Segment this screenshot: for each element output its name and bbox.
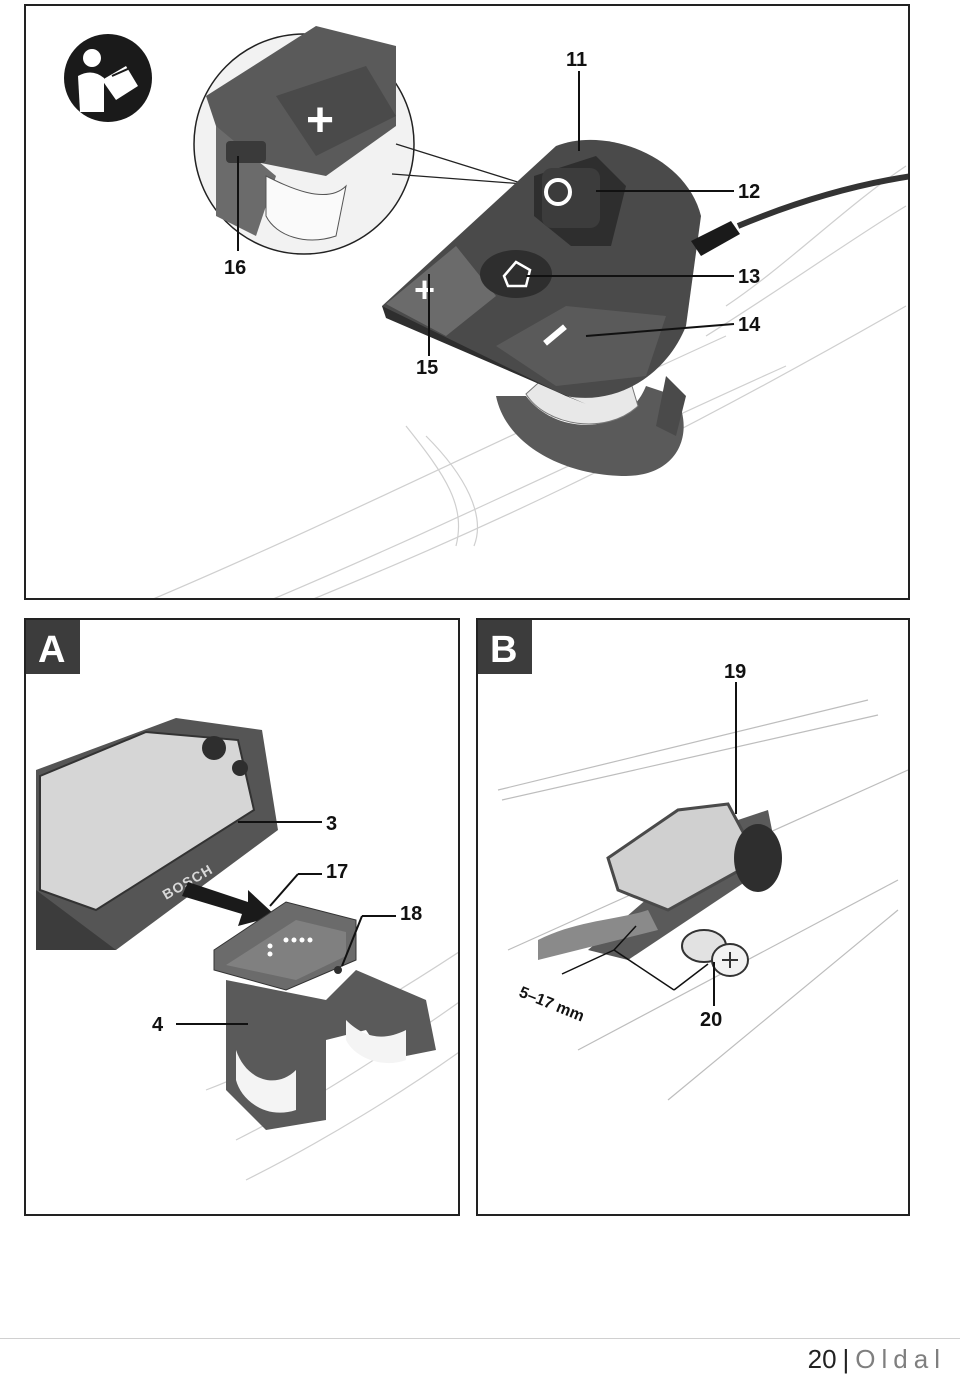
speed-sensor-illustration: B 5–17 m <box>478 620 908 1101</box>
callout-20: 20 <box>700 1009 722 1031</box>
zoom-plus-symbol: + <box>306 94 334 147</box>
callout-3: 3 <box>326 813 337 835</box>
footer-rule <box>0 1338 960 1339</box>
page-footer: 20|Oldal <box>808 1344 946 1375</box>
insert-arrow <box>182 882 276 926</box>
control-unit-illustration: + + <box>64 26 908 598</box>
footer-word: Oldal <box>855 1344 946 1374</box>
page-number: 20 <box>807 1344 837 1374</box>
callout-11: 11 <box>566 49 587 71</box>
minus-button <box>496 306 666 386</box>
callout-19: 19 <box>724 661 746 683</box>
dimension-label: 5–17 mm <box>517 984 587 1025</box>
read-manual-icon <box>64 34 152 122</box>
callout-12: 12 <box>738 181 760 203</box>
zoom-detail: + <box>193 26 525 255</box>
plus-symbol: + <box>414 269 435 310</box>
callout-14: 14 <box>738 314 761 336</box>
svg-text:B: B <box>490 629 517 671</box>
callout-18: 18 <box>400 903 422 925</box>
figure-control-unit: + + <box>24 4 910 600</box>
spoke-magnet <box>681 929 749 977</box>
callout-15: 15 <box>416 357 438 379</box>
callout-4: 4 <box>152 1014 164 1036</box>
display-unit: BOSCH <box>36 718 278 950</box>
panel-label-b: B <box>478 620 532 674</box>
power-button <box>534 156 626 246</box>
figure-a-display-mount: A BOSCH <box>24 618 460 1216</box>
leader-lines-a <box>176 821 396 1025</box>
callout-13: 13 <box>738 266 760 288</box>
footer-separator: | <box>842 1344 850 1374</box>
leader-lines-b <box>713 682 737 1006</box>
mount-bracket <box>213 901 436 1130</box>
callout-17: 17 <box>326 861 348 883</box>
leader-lines <box>237 71 735 356</box>
figure-b-speed-sensor: B 5–17 m <box>476 618 910 1216</box>
dimension-lines <box>561 925 709 991</box>
home-button <box>480 250 552 298</box>
callout-16: 16 <box>224 257 246 279</box>
speed-sensor <box>538 802 782 960</box>
svg-text:A: A <box>38 629 65 671</box>
display-mount-illustration: A BOSCH <box>26 620 458 1181</box>
panel-label-a: A <box>26 620 80 674</box>
